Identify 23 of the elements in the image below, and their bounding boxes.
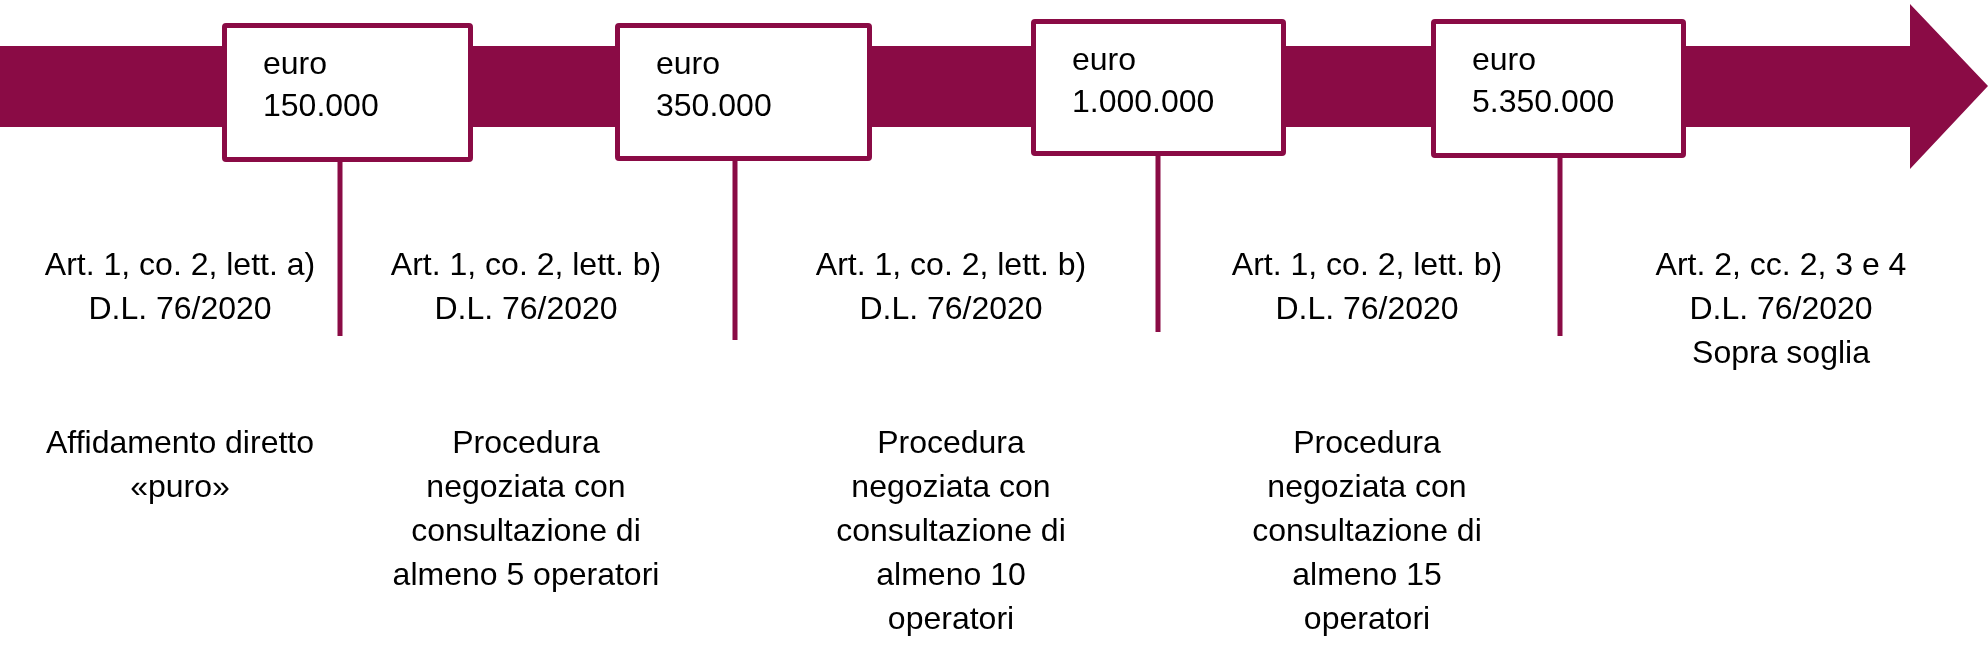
threshold-text: euro — [656, 44, 721, 83]
threshold-text: 150.000 — [263, 86, 379, 125]
article-text: Art. 1, co. 2, lett. a) — [44, 245, 316, 284]
procedure-text: Procedura negoziata con consultazione di almeno 10 operatori — [835, 423, 1067, 638]
decree-text: D.L. 76/2020 — [88, 289, 272, 328]
article-text: Art. 2, cc. 2, 3 e 4 — [1655, 245, 1907, 284]
threshold-text: 1.000.000 — [1072, 82, 1215, 121]
decree-text: D.L. 76/2020 — [859, 289, 1043, 328]
decree-text: D.L. 76/2020 — [434, 289, 618, 328]
decree-text: D.L. 76/2020 — [1275, 289, 1459, 328]
article-text: Art. 1, co. 2, lett. b) — [1231, 245, 1503, 284]
procedure-text: Procedura negoziata con consultazione di almeno 5 operatori — [391, 423, 661, 594]
article-text: Art. 1, co. 2, lett. b) — [390, 245, 662, 284]
threshold-text: euro — [1072, 40, 1137, 79]
threshold-text: 350.000 — [656, 86, 772, 125]
decree-text: D.L. 76/2020 — [1689, 289, 1873, 328]
procedure-text: Procedura negoziata con consultazione di almeno 15 operatori — [1251, 423, 1483, 638]
procedure-text: Affidamento diretto «puro» — [45, 423, 315, 506]
threshold-text: 5.350.000 — [1472, 82, 1615, 121]
threshold-text: euro — [263, 44, 328, 83]
threshold-text: euro — [1472, 40, 1537, 79]
article-text: Art. 1, co. 2, lett. b) — [815, 245, 1087, 284]
article-text: Sopra soglia — [1692, 333, 1870, 372]
